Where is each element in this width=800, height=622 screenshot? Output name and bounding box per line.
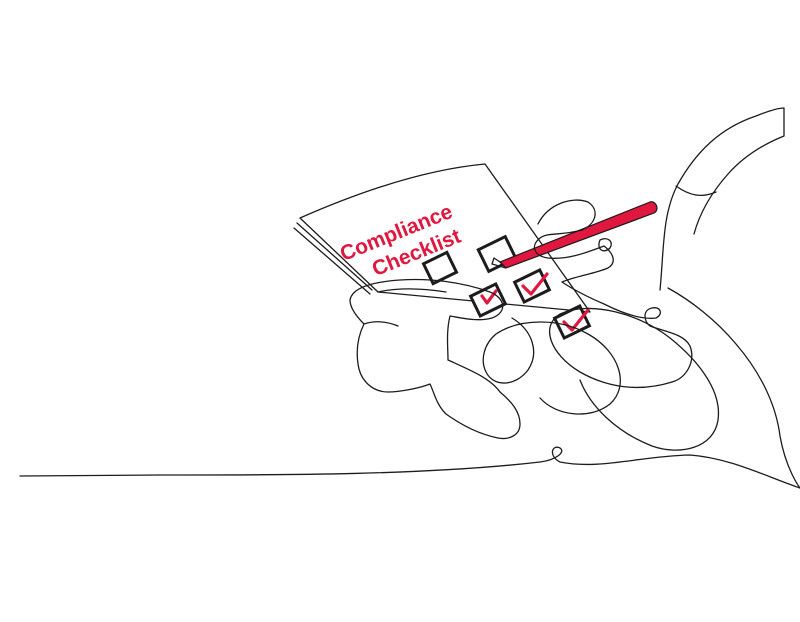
shoulder-line	[667, 287, 800, 489]
elbow-loop	[598, 238, 612, 252]
left-hand	[349, 278, 521, 440]
pen-body	[499, 201, 658, 269]
checkmark-icon	[521, 272, 549, 296]
left-hand-finger-line	[377, 288, 447, 293]
checkbox-5	[552, 303, 592, 341]
paper-back-edge	[296, 222, 373, 291]
left-hand-finger-line	[363, 321, 399, 327]
red-pen	[491, 201, 658, 269]
right-forearm	[549, 307, 720, 451]
torso-line	[659, 107, 785, 291]
pen-tip	[491, 257, 507, 269]
right-sleeve	[482, 317, 621, 415]
checkbox-3	[512, 267, 552, 305]
shoulder-curve	[675, 185, 717, 197]
paper-front	[299, 163, 591, 313]
checkmark-icon	[480, 289, 498, 305]
paper-back-edge	[293, 227, 371, 295]
ground-line	[19, 446, 800, 489]
checklist-paper	[293, 163, 591, 313]
checkbox-1	[421, 250, 459, 286]
